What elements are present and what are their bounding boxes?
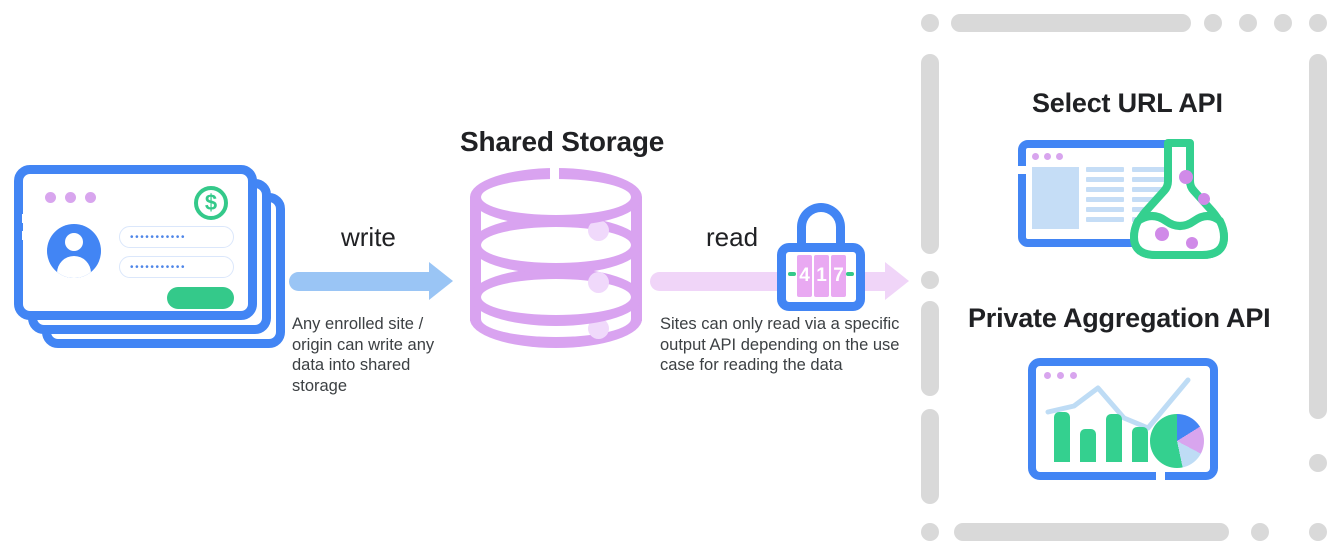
content-line <box>1132 167 1170 172</box>
window-dot <box>1056 153 1063 160</box>
browser-window-flask-icon <box>1017 139 1228 260</box>
panel-border-dash <box>951 14 1191 32</box>
cylinder-dot <box>588 318 609 339</box>
content-line <box>1086 187 1124 192</box>
private-aggregation-api-title: Private Aggregation API <box>968 303 1271 333</box>
write-arrow-shaft <box>289 272 439 291</box>
write-description: Any enrolled site / origin can write any… <box>292 315 435 395</box>
panel-border-dot <box>1309 454 1327 472</box>
padlock-tick <box>846 272 854 276</box>
padlock-dial: 7 <box>831 255 846 297</box>
cylinder-dot <box>588 272 609 293</box>
panel-border-dot <box>1204 14 1222 32</box>
flask-icon <box>1130 139 1228 259</box>
write-flow-group: write Any enrolled site / origin can wri… <box>289 222 469 397</box>
cylinder-side <box>470 197 481 321</box>
window-dots-icon <box>1032 153 1063 160</box>
content-line <box>1086 177 1124 182</box>
read-arrow-head-icon <box>885 262 909 300</box>
panel-border-dash <box>921 301 939 396</box>
panel-border-dash <box>921 54 939 254</box>
dollar-circle-icon: $ <box>194 186 228 220</box>
password-field-value: ••••••••••• <box>130 262 187 273</box>
content-line <box>1086 207 1124 212</box>
cylinder-side <box>631 197 642 321</box>
chart-bar <box>1106 414 1122 462</box>
submit-button[interactable] <box>167 287 234 309</box>
read-description: Sites can only read via a specific outpu… <box>660 315 900 374</box>
window-dots-icon <box>1044 372 1077 379</box>
site-card-front: $ ••••••••••• ••••••••••• <box>14 165 257 320</box>
password-field[interactable]: ••••••••••• <box>119 256 234 278</box>
padlock-body <box>777 243 865 311</box>
content-lines <box>1086 167 1124 222</box>
panel-border-dot <box>1274 14 1292 32</box>
site-cards-stack: $ ••••••••••• ••••••••••• <box>14 165 304 360</box>
write-arrow-head-icon <box>429 262 453 300</box>
padlock-dial: 4 <box>797 255 812 297</box>
padlock-icon: 4 1 7 <box>777 203 865 311</box>
panel-border-dash <box>921 409 939 504</box>
chart-bar <box>1080 429 1096 462</box>
card-border-gap <box>22 231 33 240</box>
window-dot <box>1044 372 1051 379</box>
read-label: read <box>706 222 759 252</box>
content-line <box>1132 177 1170 182</box>
panel-border-dot <box>1251 523 1269 541</box>
panel-border-dot <box>1239 14 1257 32</box>
shared-storage-title: Shared Storage <box>460 126 665 157</box>
content-line <box>1086 167 1124 172</box>
panel-border-dot <box>1309 523 1327 541</box>
cylinder-bottom <box>470 290 642 348</box>
username-field-value: ••••••••••• <box>130 232 187 243</box>
panel-border-dot <box>921 523 939 541</box>
pie-chart <box>1150 414 1204 468</box>
panel-border-dot <box>921 271 939 289</box>
window-dot <box>1057 372 1064 379</box>
card-border-gap <box>22 214 33 223</box>
padlock-combination: 4 1 7 <box>797 255 846 297</box>
cylinder-band <box>470 268 642 326</box>
panel-border-dot <box>1309 14 1327 32</box>
window-dot <box>1070 372 1077 379</box>
username-field[interactable]: ••••••••••• <box>119 226 234 248</box>
window-dot <box>45 192 56 203</box>
chart-bar <box>1132 427 1148 462</box>
content-line <box>1132 187 1170 192</box>
content-block <box>1032 167 1079 229</box>
user-avatar-icon <box>47 224 101 278</box>
line-chart <box>1045 377 1191 431</box>
frame-gap <box>1156 472 1165 482</box>
padlock-tick <box>788 272 796 276</box>
cylinder-dot <box>588 220 609 241</box>
analytics-dashboard-icon <box>1028 358 1218 482</box>
frame-gap <box>1017 166 1027 174</box>
output-apis-panel <box>921 14 1327 541</box>
window-dot <box>85 192 96 203</box>
write-label: write <box>341 222 396 252</box>
padlock-shackle <box>797 203 845 259</box>
avatar-head <box>65 233 83 251</box>
window-dots-icon <box>45 192 96 203</box>
window-dot <box>1044 153 1051 160</box>
window-dot <box>65 192 76 203</box>
panel-border-dash <box>1309 54 1327 419</box>
padlock-dial: 1 <box>814 255 829 297</box>
cylinder-top-notch <box>550 168 559 180</box>
window-dot <box>1032 153 1039 160</box>
shared-storage-cylinder-icon <box>470 168 642 348</box>
content-line <box>1086 197 1124 202</box>
avatar-body <box>57 256 91 278</box>
content-line <box>1086 217 1124 222</box>
panel-border-dot <box>921 14 939 32</box>
chart-bar <box>1054 412 1070 462</box>
select-url-api-title: Select URL API <box>1032 88 1223 118</box>
panel-border-dash <box>954 523 1229 541</box>
